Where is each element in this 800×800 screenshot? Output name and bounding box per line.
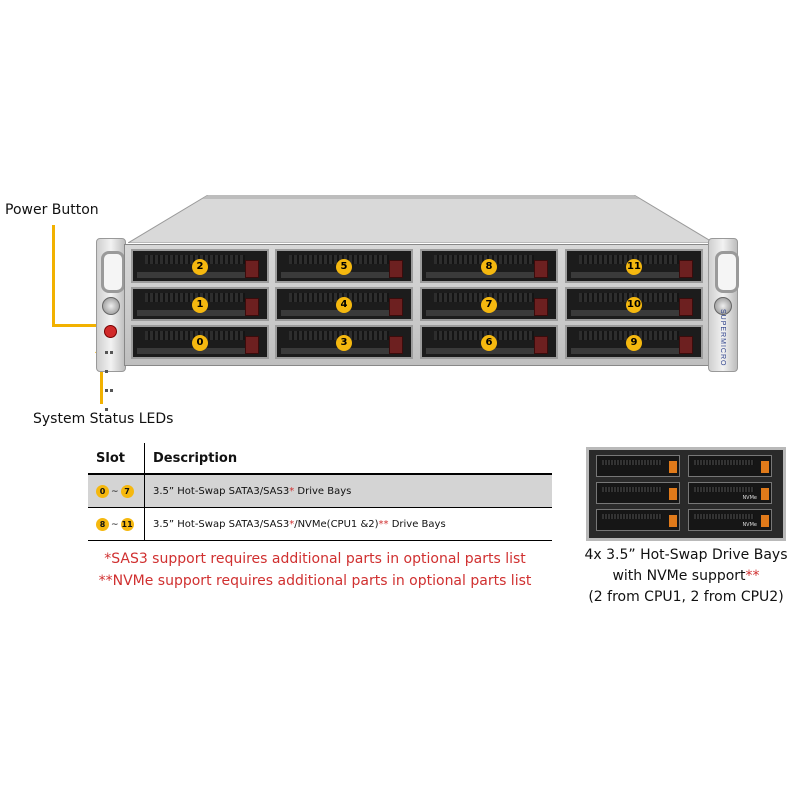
drive-bay[interactable]: 6 [420, 325, 558, 359]
slot-table: Slot Description 0~7 3.5” Hot-Swap SATA3… [88, 443, 552, 541]
slot-start-badge: 0 [96, 484, 109, 498]
bay-number: 9 [626, 335, 642, 351]
column-header-description: Description [144, 443, 552, 475]
bay-number: 7 [481, 297, 497, 313]
left-rack-ear [96, 238, 126, 411]
bay-number: 4 [336, 297, 352, 313]
nvme-bays-inset: NVMe NVMe [586, 447, 786, 541]
nvme-label: NVMe [742, 495, 757, 501]
table-row: 8~11 3.5” Hot-Swap SATA3/SAS3*/NVMe(CPU1… [88, 507, 552, 541]
right-thumbscrew [714, 297, 732, 315]
chassis-top-cover [128, 195, 714, 243]
table-row: 0~7 3.5” Hot-Swap SATA3/SAS3* Drive Bays [88, 474, 552, 508]
power-button-callout: Power Button [5, 202, 99, 218]
slot-end-badge: 11 [120, 517, 134, 531]
power-button-leader-horizontal [52, 324, 100, 327]
bay-number: 5 [336, 259, 352, 275]
bay-number: 3 [336, 335, 352, 351]
drive-bay[interactable]: 4 [275, 287, 413, 321]
status-leds-callout: System Status LEDs [33, 411, 174, 427]
status-leds-leader [100, 350, 103, 404]
power-button-leader-vertical [52, 225, 55, 326]
slot-description: 3.5” Hot-Swap SATA3/SAS3*/NVMe(CPU1 &2)*… [144, 507, 552, 541]
slot-description: 3.5” Hot-Swap SATA3/SAS3* Drive Bays [144, 474, 552, 508]
left-thumbscrew [102, 297, 120, 315]
server-chassis-front: 2 5 8 11 1 4 7 10 0 3 6 9 SUPERMICRO [96, 238, 739, 411]
nvme-note: **NVMe support requires additional parts… [98, 573, 532, 589]
drive-bay[interactable]: 0 [131, 325, 269, 359]
drive-bay-panel: 2 5 8 11 1 4 7 10 0 3 6 9 [124, 244, 712, 366]
nvme-drive-bay [688, 455, 772, 477]
slot-start-badge: 8 [96, 517, 109, 531]
drive-bay[interactable]: 7 [420, 287, 558, 321]
inset-caption: 4x 3.5” Hot-Swap Drive Bays with NVMe su… [584, 547, 788, 605]
column-header-slot: Slot [88, 443, 145, 475]
nvme-drive-bay [596, 509, 680, 531]
drive-bay[interactable]: 3 [275, 325, 413, 359]
nvme-drive-bay [596, 455, 680, 477]
drive-bay[interactable]: 11 [565, 249, 703, 283]
bay-number: 8 [481, 259, 497, 275]
bay-number: 6 [481, 335, 497, 351]
sas3-note: *SAS3 support requires additional parts … [104, 551, 526, 567]
bay-number: 10 [626, 297, 642, 313]
slot-end-badge: 7 [120, 484, 134, 498]
table-header-row: Slot Description [88, 443, 552, 475]
drive-bay[interactable]: 10 [565, 287, 703, 321]
right-rack-ear: SUPERMICRO [708, 238, 739, 372]
drive-bay[interactable]: 9 [565, 325, 703, 359]
bay-number: 1 [192, 297, 208, 313]
drive-bay[interactable]: 1 [131, 287, 269, 321]
nvme-label: NVMe [742, 522, 757, 528]
left-handle[interactable] [101, 251, 125, 293]
nvme-drive-bay: NVMe [688, 509, 772, 531]
bay-number: 11 [626, 259, 642, 275]
bay-number: 2 [192, 259, 208, 275]
status-leds [103, 341, 117, 411]
drive-bay[interactable]: 8 [420, 249, 558, 283]
slot-range: 8~11 [88, 507, 145, 541]
power-button[interactable] [104, 325, 117, 338]
nvme-drive-bay [596, 482, 680, 504]
drive-bay[interactable]: 5 [275, 249, 413, 283]
slot-range: 0~7 [88, 474, 145, 508]
drive-bay[interactable]: 2 [131, 249, 269, 283]
right-handle[interactable] [715, 251, 739, 293]
brand-logo: SUPERMICRO [719, 309, 726, 367]
nvme-drive-bay: NVMe [688, 482, 772, 504]
bay-number: 0 [192, 335, 208, 351]
